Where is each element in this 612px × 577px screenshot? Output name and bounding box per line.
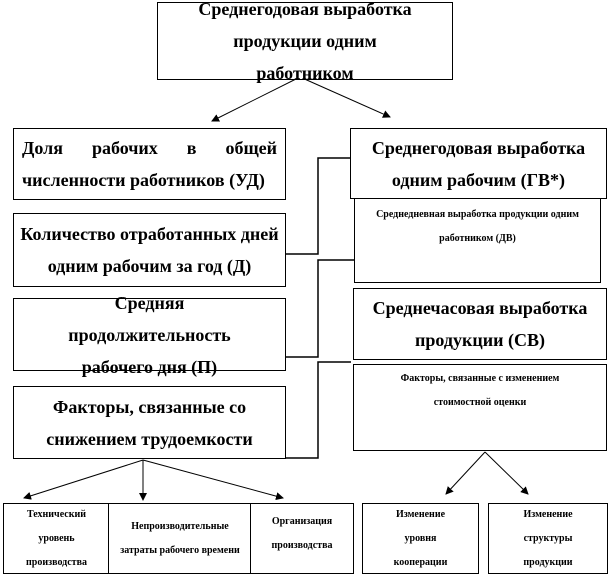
bottom-box-2-text: Непроизводительные затраты рабочего врем…	[120, 520, 240, 556]
connector-1	[285, 157, 350, 255]
connector-3	[285, 361, 351, 459]
arrow-bottom-5	[484, 451, 529, 495]
left-box-4-text: Факторы, связанные со снижением трудоемк…	[46, 396, 253, 449]
left-box-4: Факторы, связанные со снижением трудоемк…	[13, 386, 286, 459]
root-box: Среднегодовая выработка продукции одним …	[157, 0, 453, 83]
bottom-box-3: Организация производства	[250, 503, 354, 574]
right-box-1-text: Среднегодовая выработка одним рабочим (Г…	[371, 137, 586, 190]
arrow-bottom-4	[445, 451, 486, 495]
bottom-box-5: Изменение структуры продукции	[488, 503, 608, 574]
connector-2	[285, 259, 354, 358]
right-box-1: Среднегодовая выработка одним рабочим (Г…	[350, 128, 607, 199]
arrow-bottom-3	[142, 459, 284, 501]
bottom-box-2: Непроизводительные затраты рабочего врем…	[108, 503, 252, 574]
left-box-1-text: Доля рабочих в общей численности работни…	[22, 138, 277, 190]
root-title: Среднегодовая выработка продукции одним …	[198, 0, 412, 83]
left-box-3: Средняя продолжительность рабочего дня (…	[13, 293, 286, 377]
bottom-box-5-text: Изменение структуры продукции	[523, 508, 573, 568]
right-box-4: Факторы, связанные с изменением стоимост…	[353, 364, 607, 451]
left-box-3-text: Средняя продолжительность рабочего дня (…	[68, 292, 231, 377]
arrow-bottom-1	[23, 459, 144, 500]
right-box-3: Среднечасовая выработка продукции (СВ)	[353, 288, 607, 360]
left-box-2: Количество отработанных дней одним рабоч…	[13, 213, 286, 287]
bottom-box-3-text: Организация производства	[271, 516, 333, 551]
left-box-2-text: Количество отработанных дней одним рабоч…	[20, 224, 279, 276]
right-box-3-text: Среднечасовая выработка продукции (СВ)	[372, 298, 588, 350]
bottom-box-1: Технический уровень производства	[3, 503, 110, 574]
right-box-4-text: Факторы, связанные с изменением стоимост…	[400, 373, 560, 408]
arrow-to-left	[211, 76, 301, 122]
left-box-1: Доля рабочих в общей численности работни…	[13, 128, 286, 200]
right-box-2-text: Среднедневная выработка продукции одним …	[376, 209, 579, 244]
arrow-to-right	[299, 76, 391, 118]
bottom-box-1-text: Технический уровень производства	[26, 508, 87, 568]
bottom-box-4-text: Изменение уровня кооперации	[393, 508, 448, 568]
bottom-box-4: Изменение уровня кооперации	[362, 503, 479, 574]
right-box-2: Среднедневная выработка продукции одним …	[354, 198, 601, 283]
